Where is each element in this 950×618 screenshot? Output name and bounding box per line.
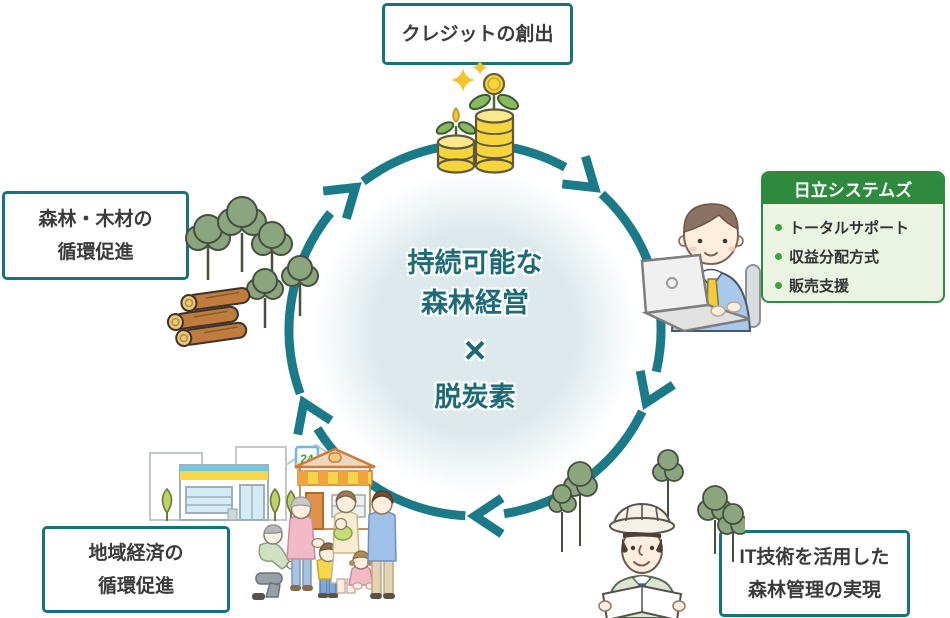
worker-trees <box>548 449 745 562</box>
cycle-arrowhead <box>322 182 362 220</box>
store-family-illustration: 24 <box>149 443 397 600</box>
trees-logs-illustration <box>166 196 319 348</box>
panel-item: 販売支援 <box>775 271 933 300</box>
label-credit-creation: クレジットの創出 <box>382 3 573 65</box>
panel-item: 収益分配方式 <box>775 242 933 271</box>
cycle-arrowhead <box>635 369 676 411</box>
cycle-arrowhead <box>466 494 505 538</box>
panel-title: 日立システムズ <box>763 173 943 204</box>
sparkle-icon <box>451 60 488 92</box>
label-it-forest-management: IT技術を活用した 森林管理の実現 <box>719 530 910 617</box>
label-forest-timber-cycle: 森林・木材の 循環促進 <box>2 191 189 280</box>
family-group <box>252 490 397 600</box>
label-line: IT技術を活用した <box>739 546 890 568</box>
grandpa <box>252 524 298 600</box>
center-line3: 脱炭素 <box>434 382 516 412</box>
panel-item-text: 収益分配方式 <box>789 249 880 266</box>
label-line: 循環促進 <box>97 575 174 597</box>
laptop <box>640 253 751 333</box>
label-line: 森林・木材の <box>38 208 153 230</box>
cycle-arrowhead <box>561 155 601 193</box>
panel-item-text: 販売支援 <box>789 278 850 295</box>
bullet-icon <box>775 224 782 231</box>
bullet-icon <box>775 282 782 289</box>
forest-worker-illustration <box>548 449 745 618</box>
label-line: 森林管理の実現 <box>747 579 881 601</box>
cross-symbol: × <box>463 330 487 372</box>
grandma <box>286 496 325 591</box>
coin-stack-short <box>435 106 477 174</box>
coins-sprout-illustration <box>435 60 520 174</box>
center-line2: 森林経営 <box>421 288 529 318</box>
label-local-economy-cycle: 地域経済の 循環促進 <box>42 526 230 613</box>
label-line: 循環促進 <box>57 241 134 263</box>
cycle-arrowhead <box>293 395 334 436</box>
inner-soft-circle <box>313 170 637 494</box>
log-pile <box>166 287 251 348</box>
cafe-awning <box>297 470 373 486</box>
panel-item-text: トータルサポート <box>789 220 910 237</box>
forest-worker <box>598 503 686 618</box>
coin-stack-tall <box>468 72 520 174</box>
consultant-laptop-illustration <box>640 203 761 333</box>
bullet-icon <box>775 253 782 260</box>
center-message: 持続可能な 森林経営 × 脱炭素 <box>315 224 635 436</box>
label-credit-creation-text: クレジットの創出 <box>401 23 554 45</box>
hitachi-systems-panel: 日立システムズ トータルサポート 収益分配方式 販売支援 <box>761 171 945 303</box>
forest-trees <box>185 196 319 328</box>
dad <box>367 490 397 599</box>
mom-with-baby <box>330 490 360 594</box>
convenience-store <box>179 464 269 521</box>
chair <box>745 264 761 328</box>
label-line: 地域経済の <box>88 542 184 564</box>
panel-item: トータルサポート <box>775 213 933 242</box>
center-line1: 持続可能な <box>407 248 543 278</box>
